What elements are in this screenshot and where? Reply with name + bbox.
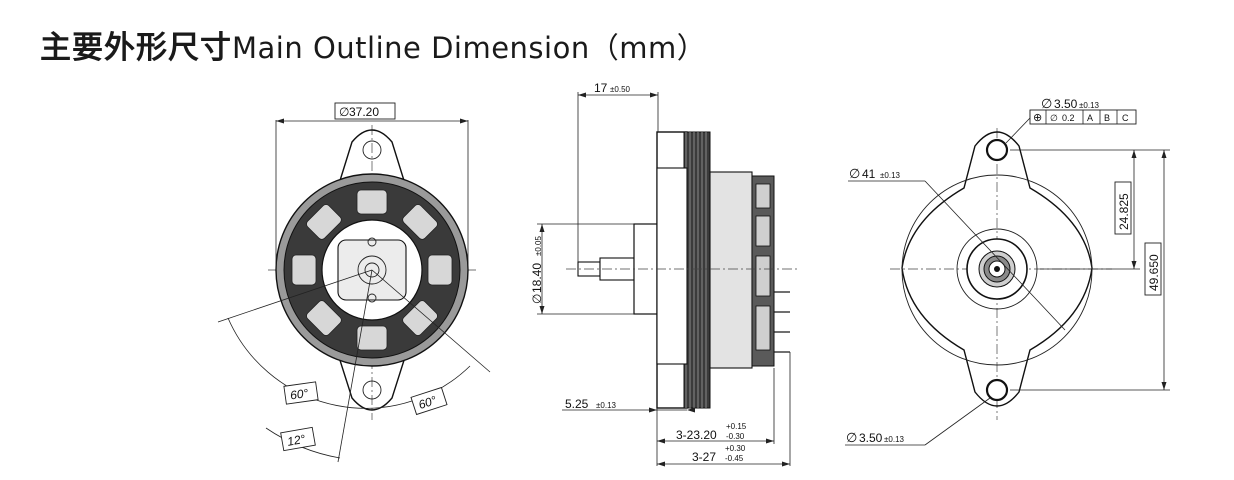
page-title: 主要外形尺寸Main Outline Dimension（mm） (40, 22, 706, 67)
feature-control-frame: ⊕ ∅ 0.2 A B C (1029, 109, 1137, 125)
side-depth1-tol-down: -0.30 (726, 432, 745, 441)
side-boss-dia-symbol: ∅ (530, 294, 544, 304)
front-outer-dia-value: 37.20 (349, 105, 379, 119)
title-chinese: 主要外形尺寸 (40, 30, 232, 66)
side-boss-dia-value: 18.40 (530, 263, 544, 293)
fcf-dia-symbol: ∅ (1050, 113, 1058, 123)
fcf-datum-a: A (1087, 113, 1093, 123)
rear-top-hole-dia-symbol: ∅ (1041, 96, 1052, 111)
rear-body-dia-value: 41 (862, 167, 876, 181)
side-shaft-length-tol: ±0.50 (610, 85, 631, 94)
front-angle-60-left: 60° (289, 386, 309, 402)
side-shaft-length-value: 17 (594, 81, 608, 95)
side-depth2-tol-up: +0.30 (725, 444, 746, 453)
front-view: ∅ 37.20 60° 60° 12° (217, 102, 491, 463)
fcf-datum-b: B (1104, 113, 1110, 123)
side-view: 17 ±0.50 ∅ 18.40 ±0.05 5.25 ±0.13 3-23.2… (530, 81, 800, 467)
rear-full-pitch: 49.650 (1147, 254, 1161, 291)
rear-body-dia-tol: ±0.13 (880, 171, 901, 180)
title-english: Main Outline Dimension（mm） (232, 31, 707, 65)
fcf-datum-c: C (1122, 113, 1129, 123)
rear-bottom-hole-tol: ±0.13 (884, 435, 905, 444)
fcf-tolerance: 0.2 (1062, 113, 1075, 123)
side-depth2-tol-down: -0.45 (725, 454, 744, 463)
front-dia-symbol: ∅ (339, 105, 349, 119)
rear-view: ∅ 41 ±0.13 ∅ 3.50 ±0.13 ⊕ ∅ 0.2 A B C 24… (845, 96, 1170, 446)
rear-top-hole-value: 3.50 (1054, 97, 1078, 111)
side-flange-value: 5.25 (565, 397, 589, 411)
rear-half-pitch: 24.825 (1117, 193, 1131, 230)
rear-top-hole-tol: ±0.13 (1079, 101, 1100, 110)
rear-body-dia-symbol: ∅ (849, 166, 860, 181)
side-depth2-value: 3-27 (692, 450, 716, 464)
side-depth1-value: 3-23.20 (676, 428, 717, 442)
side-depth1-tol-up: +0.15 (726, 422, 747, 431)
side-boss-dia-tol: ±0.05 (534, 235, 543, 256)
rear-bottom-hole-value: 3.50 (859, 431, 883, 445)
front-angle-12: 12° (286, 432, 307, 449)
front-angle-60-right: 60° (417, 393, 439, 412)
side-flange-tol: ±0.13 (596, 401, 617, 410)
rear-bottom-hole-dia-symbol: ∅ (846, 430, 857, 445)
fcf-position-symbol: ⊕ (1033, 112, 1042, 124)
